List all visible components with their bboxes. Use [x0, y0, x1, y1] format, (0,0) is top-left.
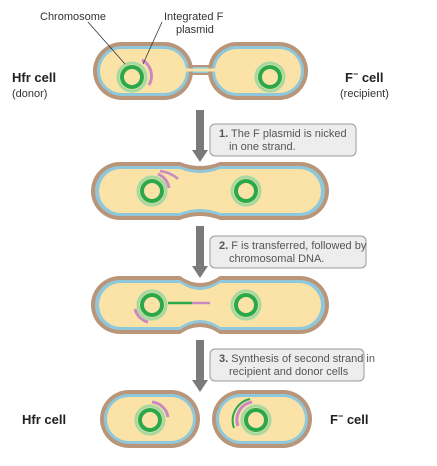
- final-hfr-cell: [100, 390, 200, 448]
- step-2-text-line1: 2. F is transferred, followed by: [219, 240, 367, 252]
- process-arrow-1: [192, 110, 208, 162]
- row-transfer: [91, 276, 329, 334]
- recipient-cell-subtitle: (recipient): [340, 88, 389, 100]
- chromosome-label: Chromosome: [40, 11, 106, 23]
- step-3-box: 3. Synthesis of second strand in recipie…: [209, 348, 375, 382]
- step-1-box: 1. The F plasmid is nicked in one strand…: [209, 123, 357, 157]
- final-recipient-chromosome: [231, 398, 272, 436]
- process-arrow-3: [192, 340, 208, 392]
- integrated-f-label-line2: plasmid: [176, 24, 214, 36]
- step-3-text-line1: 3. Synthesis of second strand in: [219, 353, 375, 365]
- step-2-box: 2. F is transferred, followed by chromos…: [209, 235, 367, 269]
- step-3-text-line2: recipient and donor cells: [229, 366, 349, 378]
- row-nicked: [91, 162, 329, 220]
- process-arrow-2: [192, 226, 208, 278]
- row-initial: Chromosome Integrated F plasmid Hfr cell…: [12, 11, 389, 100]
- chromosome-leader-line: [87, 21, 126, 65]
- donor-chromosome-transferring: [133, 289, 210, 324]
- integrated-f-leader-line: [142, 21, 163, 65]
- step-2-text-line2: chromosomal DNA.: [229, 253, 324, 265]
- row-final: Hfr cell F− cell: [22, 390, 369, 448]
- step-1-text-line1: 1. The F plasmid is nicked: [219, 128, 347, 140]
- donor-chromosome-nicked: [136, 169, 179, 207]
- donor-cell-subtitle: (donor): [12, 88, 47, 100]
- integrated-f-label-line1: Integrated F: [164, 11, 224, 23]
- final-recipient-title: F− cell: [330, 411, 369, 427]
- donor-cell-title: Hfr cell: [12, 70, 56, 85]
- final-recipient-cell: [212, 390, 312, 448]
- final-hfr-title: Hfr cell: [22, 412, 66, 427]
- final-donor-chromosome: [134, 400, 170, 436]
- recipient-cell-title: F− cell: [345, 69, 384, 85]
- step-1-text-line2: in one strand.: [229, 141, 296, 153]
